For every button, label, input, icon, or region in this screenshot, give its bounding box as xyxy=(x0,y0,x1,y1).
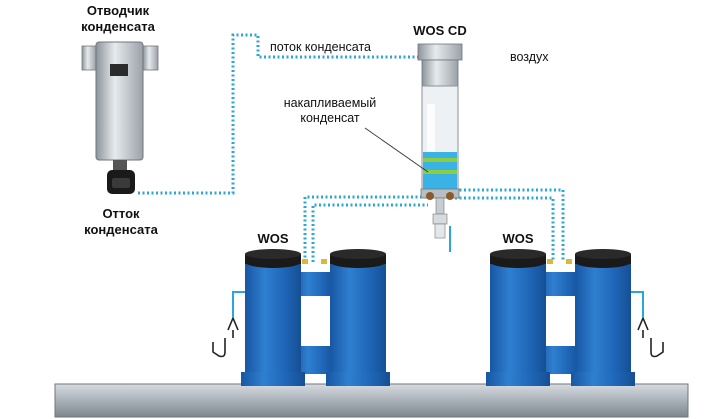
accumulated-label-line1: накапливаемый xyxy=(283,96,377,110)
drain-label: Отток конденсата xyxy=(66,206,176,238)
drain-label-line2: конденсата xyxy=(84,222,158,237)
wos-right-label: WOS xyxy=(502,231,534,246)
condensate-flow-lines xyxy=(138,33,565,262)
accumulated-label: накапливаемый конденсат xyxy=(270,96,390,126)
separator-label-line2: конденсата xyxy=(81,19,155,34)
level-band-lower xyxy=(423,170,457,174)
drain-device xyxy=(107,170,135,194)
flow-label: поток конденсата xyxy=(270,40,372,54)
level-band-upper xyxy=(423,158,457,162)
separator-label-line1: Отводчик xyxy=(86,3,150,18)
wos-unit-left xyxy=(212,249,390,386)
wos-cd-label: WOS CD xyxy=(413,23,467,38)
accumulated-label-line2: конденсат xyxy=(300,111,360,125)
condensate-separator xyxy=(81,41,159,170)
separator-label: Отводчик конденсата xyxy=(58,3,178,35)
drain-label-line1: Отток xyxy=(102,206,140,221)
accumulated-leader-line xyxy=(364,127,429,173)
wos-cd-column xyxy=(417,43,463,252)
main-pipe xyxy=(54,383,689,418)
wos-unit-right xyxy=(486,249,664,386)
air-label: воздух xyxy=(510,50,549,64)
wos-left-label: WOS xyxy=(257,231,289,246)
